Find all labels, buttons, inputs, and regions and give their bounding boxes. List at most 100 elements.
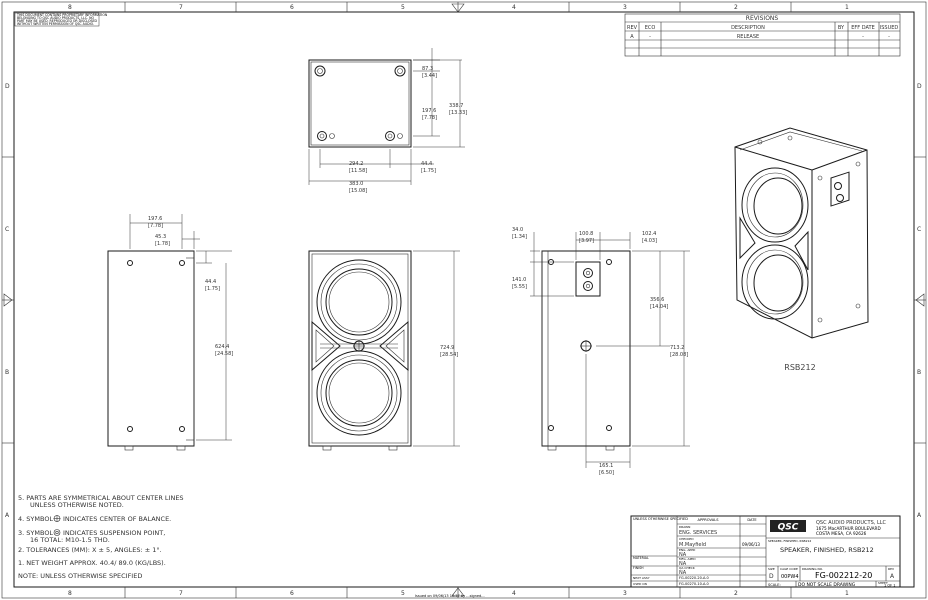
svg-text:102.4: 102.4	[642, 231, 656, 237]
svg-text:44.4: 44.4	[421, 161, 432, 167]
svg-text:ISSUED: ISSUED	[880, 25, 899, 31]
svg-text:724.9: 724.9	[440, 345, 454, 351]
svg-text:[1.75]: [1.75]	[421, 168, 436, 174]
suspension-point-icon	[394, 65, 406, 77]
svg-text:[3.44]: [3.44]	[422, 73, 437, 79]
svg-text:B: B	[917, 369, 921, 376]
svg-text:383.0: 383.0	[349, 181, 363, 187]
svg-text:DESCRIPTION: DESCRIPTION	[731, 25, 765, 31]
svg-text:C: C	[5, 226, 9, 233]
svg-text:1 OF 1: 1 OF 1	[884, 584, 895, 588]
svg-text:WITHOUT WRITTEN PERMISSION OF: WITHOUT WRITTEN PERMISSION OF QSC AUDIO.	[17, 22, 94, 26]
svg-text:APPROVALS: APPROVALS	[697, 518, 719, 522]
svg-text:EFF DATE: EFF DATE	[851, 25, 875, 31]
svg-text:[28.54]: [28.54]	[440, 352, 458, 358]
iso-label: RSB212	[784, 363, 815, 372]
iso-woofer-lower	[741, 244, 809, 320]
svg-text:REVISIONS: REVISIONS	[746, 15, 779, 22]
svg-text:3: 3	[623, 590, 627, 597]
svg-text:DRAWING NO.: DRAWING NO.	[802, 567, 823, 571]
suspension-point-icon	[317, 131, 327, 141]
svg-text:FG-00270-10-A.0: FG-00270-10-A.0	[679, 582, 709, 586]
center-of-balance-icon	[580, 340, 592, 352]
svg-text:34.0: 34.0	[512, 227, 523, 233]
svg-text:SCALE:: SCALE:	[768, 583, 781, 587]
suspension-point-icon	[53, 529, 61, 536]
svg-text:197.6: 197.6	[148, 216, 162, 222]
svg-text:4. SYMBOL: 4. SYMBOL	[18, 515, 53, 523]
svg-text:1: 1	[845, 590, 849, 597]
svg-text:-: -	[649, 34, 651, 40]
svg-text:B: B	[5, 369, 9, 376]
svg-text:COSTA MESA, CA 92626: COSTA MESA, CA 92626	[816, 531, 867, 536]
svg-text:D: D	[917, 83, 922, 90]
svg-text:5: 5	[401, 590, 405, 597]
svg-text:PART MAY BE USED, REPRODUCED O: PART MAY BE USED, REPRODUCED OR DISCLOSE…	[17, 19, 98, 23]
svg-text:2. TOLERANCES (MM): X ± 5, ANG: 2. TOLERANCES (MM): X ± 5, ANGLES: ± 1°.	[18, 546, 162, 554]
svg-text:UNLESS OTHERWISE NOTED.: UNLESS OTHERWISE NOTED.	[30, 501, 124, 509]
front-view: 724.9 [28.54]	[308, 250, 460, 451]
svg-text:87.3: 87.3	[422, 66, 433, 72]
company-logo: QSC	[770, 520, 806, 533]
svg-text:[11.58]: [11.58]	[349, 168, 367, 174]
svg-text:QA CHECK: QA CHECK	[679, 566, 696, 570]
svg-text:INDICATES CENTER OF BALANCE.: INDICATES CENTER OF BALANCE.	[63, 515, 171, 523]
svg-text:44.4: 44.4	[205, 279, 216, 285]
svg-text:[7.78]: [7.78]	[422, 115, 437, 121]
rear-view: 34.0 [1.34] 100.8 [3.97] 102.4 [4.03] 14…	[512, 227, 690, 476]
title-block: UNLESS OTHERWISE SPECIFIED MATERIAL FINI…	[630, 515, 901, 588]
svg-text:ENG. APPD: ENG. APPD	[679, 548, 696, 552]
svg-text:-: -	[888, 34, 890, 40]
drawing-title: SPEAKER, FINISHED, RSB212	[780, 546, 874, 554]
top-view: 87.3 [3.44] 197.6 [7.78] 338.7 [13.33] 2…	[308, 48, 467, 194]
svg-text:SPEAKER, FINISHED, RSB212: SPEAKER, FINISHED, RSB212	[768, 539, 811, 543]
side-view: 197.6 [7.78] 45.3 [1.78] 44.4 [1.75] 624…	[107, 214, 233, 451]
svg-text:RELEASE: RELEASE	[737, 34, 759, 40]
svg-text:8: 8	[68, 4, 72, 11]
svg-text:[1.78]: [1.78]	[155, 241, 170, 247]
svg-text:D: D	[5, 83, 10, 90]
svg-text:141.0: 141.0	[512, 277, 526, 283]
svg-text:REV: REV	[627, 25, 638, 31]
svg-text:A: A	[630, 34, 634, 40]
svg-text:2: 2	[734, 4, 738, 11]
svg-text:MFG. APPD: MFG. APPD	[679, 557, 696, 561]
svg-text:2: 2	[734, 590, 738, 597]
svg-text:7: 7	[179, 590, 183, 597]
svg-text:[1.75]: [1.75]	[205, 286, 220, 292]
svg-text:5: 5	[401, 4, 405, 11]
svg-text:165.1: 165.1	[599, 463, 613, 469]
svg-text:[5.55]: [5.55]	[512, 284, 527, 290]
svg-text:3: 3	[623, 4, 627, 11]
svg-text:7: 7	[179, 4, 183, 11]
proprietary-notice: THIS DOCUMENT CONTAINS PROPRIETARY INFOR…	[14, 12, 108, 27]
svg-text:UNLESS OTHERWISE SPECIFIED: UNLESS OTHERWISE SPECIFIED	[633, 517, 688, 521]
svg-text:SHEET: SHEET	[878, 581, 888, 585]
svg-text:1: 1	[845, 4, 849, 11]
svg-text:QSC AUDIO PRODUCTS, LLC: QSC AUDIO PRODUCTS, LLC	[816, 520, 887, 526]
svg-text:1675 MacARTHUR BOULEVARD: 1675 MacARTHUR BOULEVARD	[816, 526, 881, 531]
svg-text:[28.08]: [28.08]	[670, 352, 688, 358]
svg-text:FG-00220-20-A.0: FG-00220-20-A.0	[679, 576, 709, 580]
input-panel	[575, 261, 601, 297]
drawing-number: FG-002212-20	[815, 571, 872, 580]
svg-text:[1.34]: [1.34]	[512, 234, 527, 240]
svg-text:6: 6	[290, 590, 294, 597]
svg-text:356.6: 356.6	[650, 297, 664, 303]
svg-text:CHECKED: CHECKED	[679, 537, 694, 541]
general-notes: 5. PARTS ARE SYMMETRICAL ABOUT CENTER LI…	[18, 494, 184, 580]
svg-text:[24.58]: [24.58]	[215, 351, 233, 357]
svg-text:A: A	[5, 512, 10, 519]
svg-text:00PW4: 00PW4	[781, 574, 799, 580]
svg-text:NEXT ASSY: NEXT ASSY	[633, 576, 650, 580]
woofer-lower	[316, 350, 402, 436]
svg-text:8: 8	[68, 590, 72, 597]
svg-text:M.Mayfield: M.Mayfield	[679, 542, 706, 548]
svg-text:[13.33]: [13.33]	[449, 110, 467, 116]
isometric-view: RSB212	[734, 127, 869, 372]
center-of-balance-icon	[53, 515, 61, 522]
svg-text:CAGE CODE: CAGE CODE	[780, 567, 798, 571]
center-of-balance-icon	[353, 340, 365, 352]
svg-text:NOTE: UNLESS OTHERWISE SPECIFI: NOTE: UNLESS OTHERWISE SPECIFIED	[18, 572, 142, 580]
svg-text:A: A	[890, 573, 895, 580]
